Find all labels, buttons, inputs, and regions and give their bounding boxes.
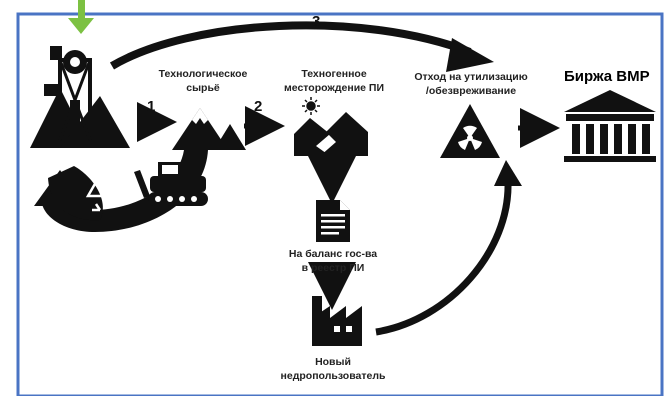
- deposit-label: Техногенное месторождение ПИ: [283, 68, 384, 94]
- bulldozer-icon: [134, 162, 208, 206]
- arrow-step-3-head: [446, 38, 494, 72]
- return-arrow-head: [494, 160, 522, 186]
- balance-label: На баланс гос-ва в реестр ПИ: [288, 248, 378, 274]
- step-3-number: 3: [312, 13, 321, 30]
- deposit-rocks-icon: [294, 112, 368, 156]
- radiation-icon: [440, 104, 500, 158]
- mountain-icon: [172, 108, 246, 150]
- exchange-label: Биржа ВМР: [564, 68, 650, 85]
- step-2-number: 2: [254, 98, 263, 115]
- waste-label: Отход на утилизацию /обезвреживание: [414, 71, 528, 97]
- document-icon: [316, 200, 350, 242]
- bank-building-icon: [564, 90, 656, 162]
- recycle-icon: [85, 179, 107, 212]
- factory-icon: [312, 296, 362, 346]
- arrow-step-3: [109, 21, 472, 70]
- tech-raw-label: Технологическое сырьё: [158, 68, 248, 94]
- step-1-number: 1: [147, 98, 156, 115]
- recycle-loop-arrow: [34, 150, 208, 232]
- mine-headframe-icon: [30, 46, 130, 148]
- sun-icon: [302, 97, 320, 115]
- new-user-label: Новый недропользователь: [280, 356, 386, 382]
- entry-arrow: [68, 0, 94, 34]
- return-arrow: [375, 181, 512, 336]
